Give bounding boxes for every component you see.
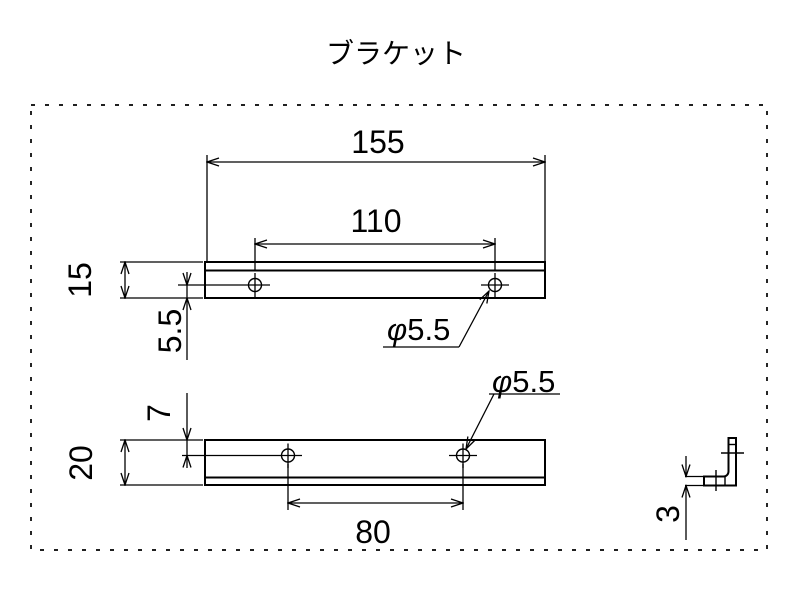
dim-5_5-value: 5.5	[152, 309, 188, 353]
front-view-outline	[204, 439, 546, 486]
top-hole-diameter-label: φ5.5	[387, 312, 450, 347]
drawing-title: ブラケット	[326, 38, 466, 69]
dim-110-value: 110	[350, 203, 401, 239]
dim-80-value: 80	[355, 514, 391, 550]
phi-symbol: φ	[492, 364, 512, 399]
top-hole-leader-line	[458, 291, 489, 348]
top-view: 155 110 15 5.5 φ5.5	[62, 124, 546, 360]
drawing-frame	[30, 104, 768, 551]
front-hole-diameter-label: φ5.5	[492, 364, 555, 399]
phi-symbol: φ	[387, 312, 407, 347]
dim-20-value: 20	[63, 445, 99, 481]
dim-7-value: 7	[141, 404, 177, 422]
side-view-outline	[703, 437, 737, 487]
phi-value: 5.5	[407, 312, 450, 347]
dim-3-value: 3	[650, 505, 686, 523]
dim-155-value: 155	[351, 124, 404, 160]
top-view-outline	[204, 261, 546, 299]
front-view: 7 20 80 φ5.5	[63, 364, 560, 550]
phi-value: 5.5	[512, 364, 555, 399]
side-view: 3	[650, 437, 744, 540]
front-hole-leader-line	[466, 393, 495, 449]
dim-15-value: 15	[62, 262, 98, 298]
